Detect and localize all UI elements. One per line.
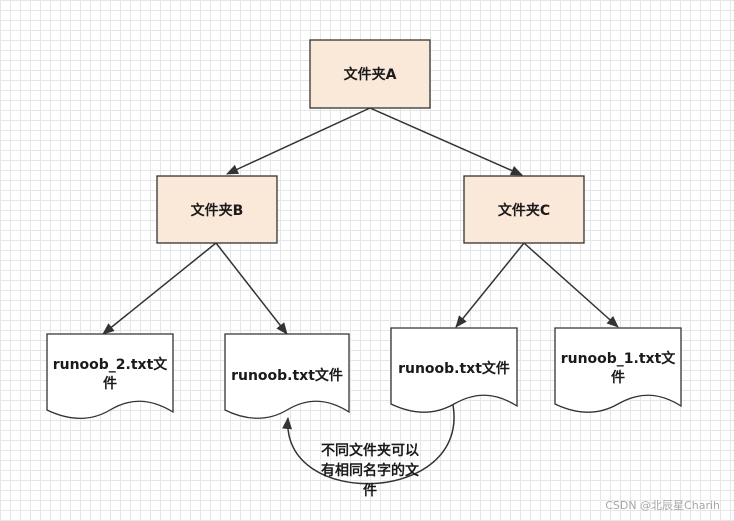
file-node-runoob-b[interactable]: runoob.txt文件 [224, 333, 350, 419]
folder-node-a[interactable]: 文件夹A [309, 39, 431, 109]
edge-a-to-b [226, 107, 371, 175]
edge-a-to-c [369, 107, 523, 176]
file-node-runoob-c[interactable]: runoob.txt文件 [390, 327, 518, 413]
edge-b-to-file2 [215, 242, 288, 335]
folder-c-label: 文件夹C [498, 202, 550, 219]
edge-file3-to-file2-curve [282, 404, 455, 485]
edge-c-to-file4 [523, 242, 619, 328]
folder-node-c[interactable]: 文件夹C [463, 175, 585, 244]
note-line-2: 有相同名字的文 [321, 462, 420, 479]
file-1-label-line2: 件 [103, 375, 117, 392]
note-annotation: 不同文件夹可以 有相同名字的文 件 [321, 442, 420, 499]
note-line-1: 不同文件夹可以 [321, 442, 419, 459]
folder-a-label: 文件夹A [344, 66, 397, 83]
edge-b-to-file1 [102, 242, 217, 335]
file-4-label-line1: runoob_1.txt文 [561, 350, 677, 367]
note-line-3: 件 [363, 482, 377, 499]
folder-b-label: 文件夹B [191, 202, 244, 219]
file-1-label-line1: runoob_2.txt文 [53, 356, 169, 373]
edge-c-to-file3 [455, 242, 525, 328]
file-2-label: runoob.txt文件 [231, 367, 343, 384]
file-node-runoob-2[interactable]: runoob_2.txt文 件 [46, 333, 174, 419]
file-node-runoob-1[interactable]: runoob_1.txt文 件 [554, 327, 682, 413]
watermark-text: CSDN @北辰星Charih [605, 499, 720, 512]
file-4-label-line2: 件 [611, 369, 625, 386]
folder-node-b[interactable]: 文件夹B [156, 175, 278, 244]
file-3-label: runoob.txt文件 [398, 360, 510, 377]
